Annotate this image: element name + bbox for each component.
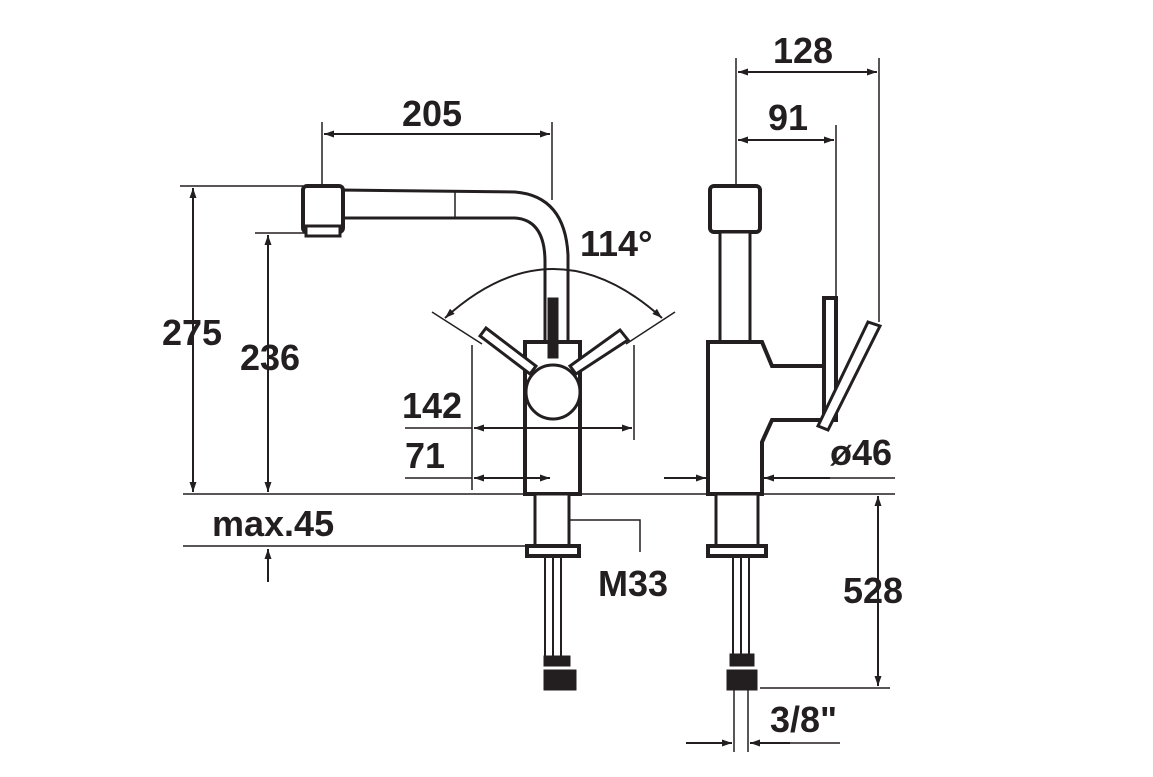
label-lever-span: 142 xyxy=(402,385,462,426)
label-side-depth: 128 xyxy=(773,30,833,71)
spout-tube xyxy=(338,188,570,347)
label-side-lever-depth: 91 xyxy=(768,97,808,138)
side-view xyxy=(706,184,883,691)
lever-hub xyxy=(524,363,582,421)
label-thread: M33 xyxy=(598,563,668,604)
label-base-diameter: ø46 xyxy=(830,432,892,473)
label-hose-length: 528 xyxy=(843,570,903,611)
spray-head-side xyxy=(708,184,762,234)
label-spout-reach: 205 xyxy=(402,93,462,134)
label-total-height: 275 xyxy=(162,312,222,353)
front-dimensions xyxy=(180,122,895,582)
faucet-body-side xyxy=(706,340,830,496)
label-lever-half-span: 71 xyxy=(405,435,445,476)
label-outlet-height: 236 xyxy=(240,337,300,378)
label-connection-size: 3/8" xyxy=(770,699,837,740)
side-dimensions xyxy=(664,58,895,752)
label-swivel-angle: 114° xyxy=(580,223,652,264)
label-max-deck-thickness: max.45 xyxy=(212,503,334,544)
shank-front xyxy=(533,492,571,548)
front-view xyxy=(301,184,631,691)
lever-front xyxy=(547,297,559,359)
